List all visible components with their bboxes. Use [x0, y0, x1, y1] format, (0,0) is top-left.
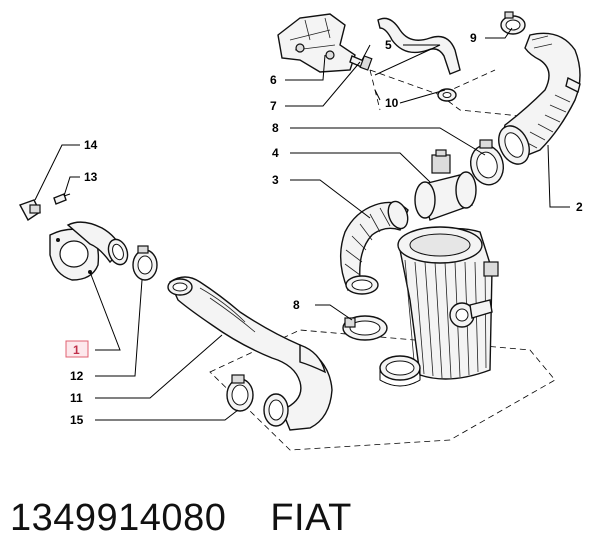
- hose-clamp-part-8-lower: [342, 315, 388, 341]
- callout-2: 2: [576, 200, 583, 214]
- hose-clamp-part-12: [132, 245, 158, 281]
- duct-end-ring: [263, 393, 289, 427]
- callout-6: 6: [270, 73, 277, 87]
- callout-15: 15: [70, 413, 84, 427]
- hose-clamp-part-9: [500, 11, 526, 35]
- corrugated-hose-part-2: [498, 32, 581, 165]
- callout-9: 9: [470, 31, 477, 45]
- intake-duct-part-11: [167, 276, 333, 431]
- part-number: 1349914080: [10, 496, 227, 539]
- sensor-part-14: [19, 199, 41, 222]
- bracket-part-6: [277, 13, 356, 73]
- callout-14: 14: [84, 138, 98, 152]
- brand-name: FIAT: [270, 496, 352, 539]
- filter-outlet-ring: [379, 355, 421, 387]
- leader-lines: [34, 27, 570, 421]
- callout-labels: 9 5 6 7 10 8 4 3 2 8 14 13 1 12 11 15: [65, 31, 583, 427]
- hose-clamp-part-15: [226, 374, 254, 412]
- screw-part-13: [53, 193, 71, 205]
- bolt-part-7: [349, 55, 373, 71]
- hose-clamp-part-8-upper: [470, 139, 504, 186]
- elbow-part-1: [49, 221, 129, 281]
- callout-1: 1: [73, 343, 80, 357]
- air-filter-housing: [397, 226, 499, 380]
- footer: 1349914080 FIAT: [10, 488, 352, 548]
- air-flow-meter-part-4: [414, 149, 477, 221]
- callout-8-upper: 8: [272, 121, 279, 135]
- clip-ring-part-10: [437, 88, 457, 102]
- callout-4: 4: [272, 146, 279, 160]
- callout-13: 13: [84, 170, 98, 184]
- callout-12: 12: [70, 369, 84, 383]
- callout-8-lower: 8: [293, 298, 300, 312]
- callout-5: 5: [385, 38, 392, 52]
- callout-1-highlight: [65, 340, 89, 358]
- parts-diagram: 9 5 6 7 10 8 4 3 2 8 14 13 1 12 11 15: [19, 11, 583, 451]
- callout-11: 11: [70, 391, 83, 405]
- curved-hose-part-3: [340, 200, 409, 295]
- callout-10: 10: [385, 96, 399, 110]
- callout-7: 7: [270, 99, 277, 113]
- callout-3: 3: [272, 173, 279, 187]
- small-hose-part-5: [377, 17, 461, 75]
- assembly-outline-lower: [209, 329, 556, 451]
